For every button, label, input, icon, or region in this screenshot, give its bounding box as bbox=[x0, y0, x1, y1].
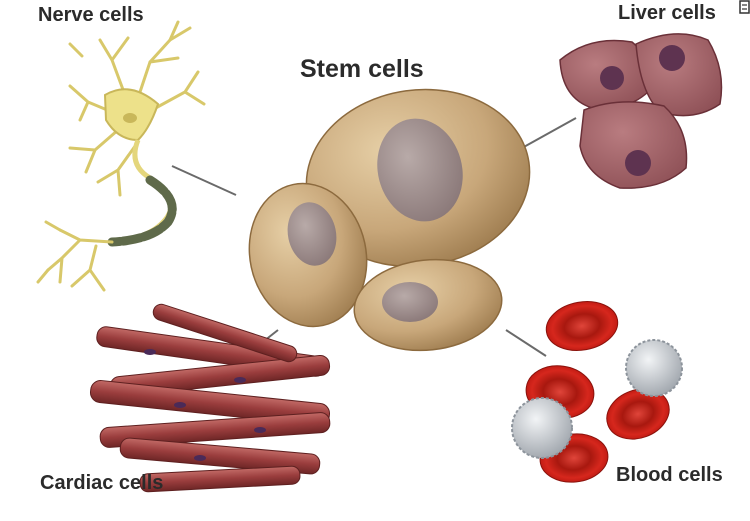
blood-cells-illustration bbox=[511, 301, 683, 483]
liver-cells-illustration bbox=[559, 33, 723, 189]
connector-nerve bbox=[171, 165, 237, 196]
connector-blood bbox=[505, 329, 547, 357]
label-blood-cells: Blood cells bbox=[616, 464, 723, 486]
label-cardiac-cells: Cardiac cells bbox=[40, 472, 164, 494]
connector-liver bbox=[521, 117, 577, 149]
label-liver-cells: Liver cells bbox=[618, 2, 716, 24]
stem-cells-illustration bbox=[248, 88, 531, 352]
label-stem-cells: Stem cells bbox=[300, 55, 424, 83]
cardiac-cells-illustration bbox=[89, 303, 331, 493]
corner-logo-icon bbox=[739, 0, 750, 14]
label-nerve-cells: Nerve cells bbox=[38, 4, 144, 26]
nerve-cell-illustration bbox=[36, 20, 206, 292]
